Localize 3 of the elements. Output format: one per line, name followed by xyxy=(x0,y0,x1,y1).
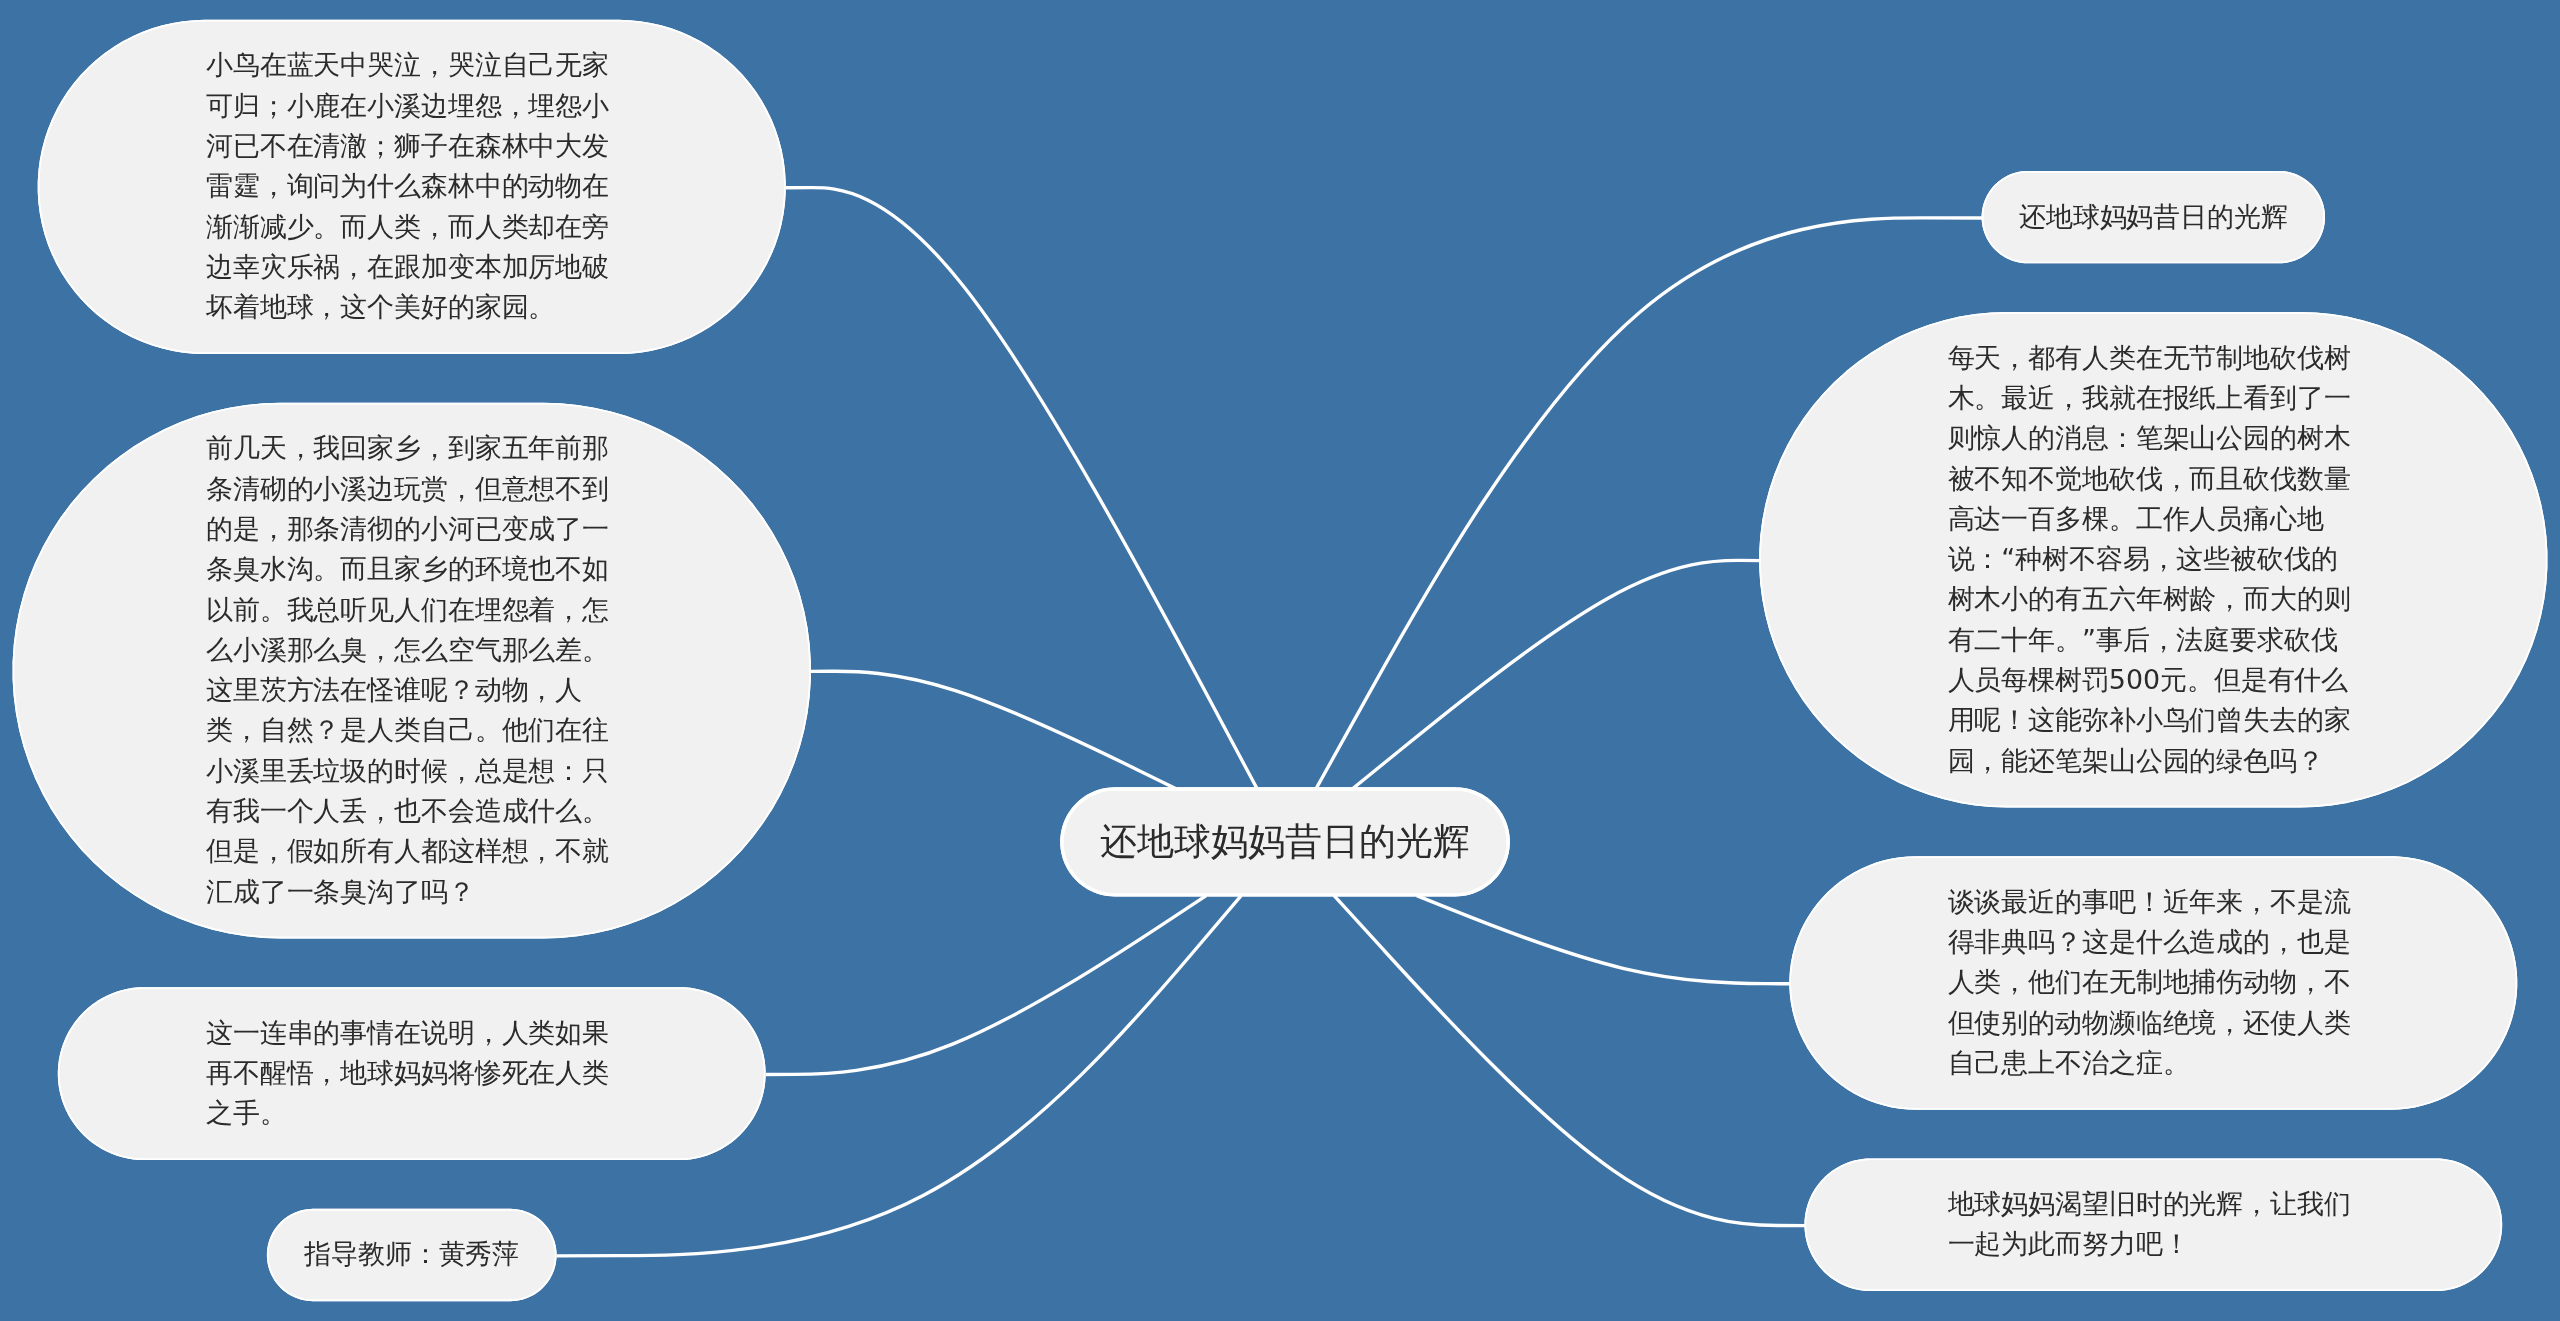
connector xyxy=(765,894,1208,1077)
connector xyxy=(1332,894,1807,1228)
connector xyxy=(556,894,1243,1258)
